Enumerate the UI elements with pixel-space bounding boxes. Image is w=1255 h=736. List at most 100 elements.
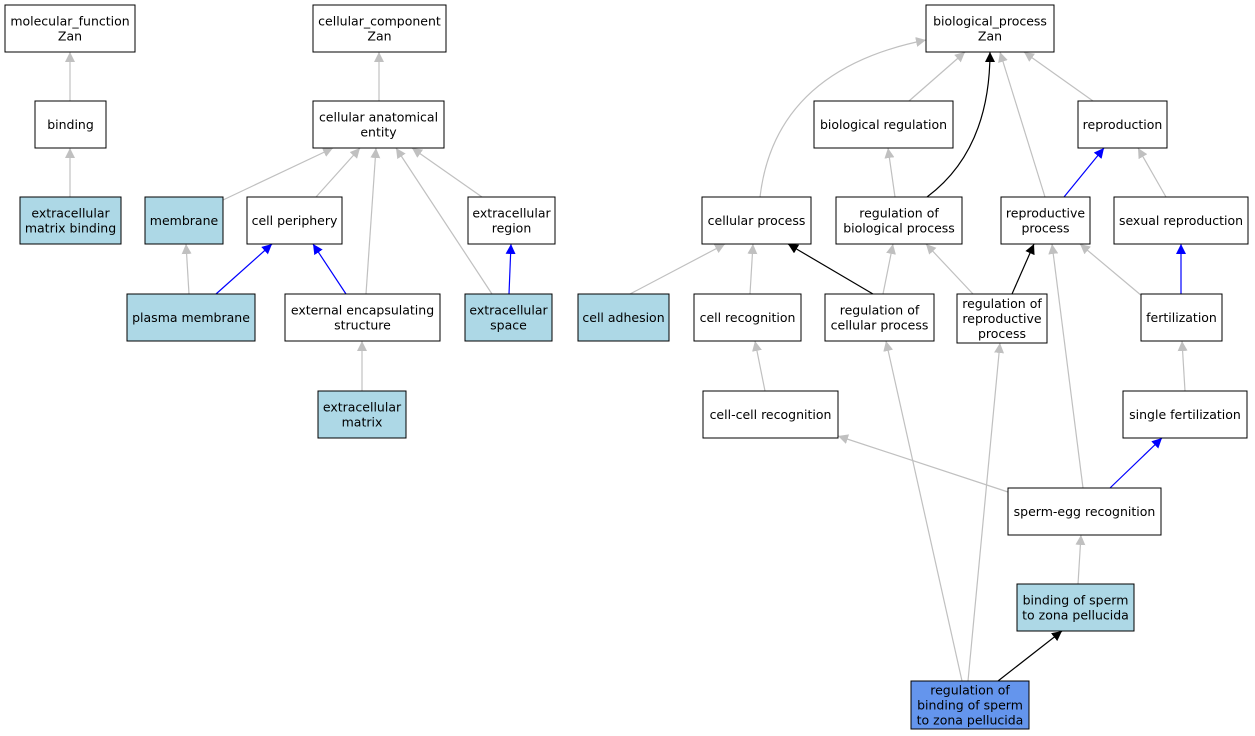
term-node-seggrec[interactable]: sperm-egg recognition [1007, 487, 1162, 536]
term-box [284, 293, 441, 342]
term-label-line: matrix binding [25, 221, 116, 236]
edge-line-is_a [884, 147, 896, 198]
edge-plasma-part_of-cellper [215, 243, 273, 295]
edge-singlefert-is_a-fert [1177, 340, 1188, 392]
term-box [1122, 390, 1248, 439]
term-box [4, 4, 136, 53]
nodes-layer: molecular_functionZancellular_componentZ… [4, 4, 1249, 730]
edge-regbio-regulates-bp [926, 51, 995, 198]
term-node-cellproc[interactable]: cellular process [701, 196, 812, 245]
term-box [693, 293, 802, 342]
term-box [1000, 196, 1091, 245]
term-box [701, 196, 812, 245]
edge-reproproc-part_of-repro [1063, 147, 1105, 198]
term-box [312, 4, 447, 53]
term-box [467, 196, 556, 245]
term-node-binding[interactable]: binding [34, 100, 107, 149]
term-box [126, 293, 256, 342]
edge-line-is_a [629, 243, 726, 295]
term-box [835, 196, 963, 245]
term-label-line: space [490, 318, 527, 333]
term-label-line: cellular_component [318, 14, 441, 29]
term-node-bioreg[interactable]: biological regulation [813, 100, 954, 149]
term-label-line: fertilization [1146, 310, 1217, 325]
edge-regbszp-is_a-regrepro [967, 342, 1005, 682]
edge-regbszp-is_a-regcell [883, 340, 963, 682]
term-label-line: biological_process [933, 14, 1047, 29]
term-node-membrane[interactable]: membrane [144, 196, 224, 245]
edge-line-is_a [925, 243, 974, 295]
term-label-line: extracellular [323, 400, 402, 415]
term-label-line: binding of sperm [917, 698, 1023, 713]
term-node-plasma[interactable]: plasma membrane [126, 293, 256, 342]
edge-line-is_a [1177, 340, 1188, 392]
term-box [925, 4, 1055, 53]
term-box [577, 293, 670, 342]
edge-line-part_of [505, 243, 516, 295]
term-box [702, 390, 839, 439]
term-label-line: regulation of [930, 683, 1010, 698]
edge-line-is_a [752, 340, 766, 392]
term-label-line: extracellular [472, 206, 551, 221]
term-label-line: external encapsulating [291, 303, 434, 318]
term-label-line: cell adhesion [582, 310, 664, 325]
edge-line-regulates [787, 243, 874, 295]
term-node-sexrepro[interactable]: sexual reproduction [1113, 196, 1249, 245]
edge-line-is_a [181, 243, 192, 295]
edge-line-regulates [926, 51, 995, 198]
term-label-line: Zan [58, 29, 82, 44]
term-node-fert[interactable]: fertilization [1140, 293, 1223, 342]
edge-line-part_of [1109, 437, 1163, 489]
term-label-line: regulation of [962, 296, 1042, 311]
term-node-cellrec[interactable]: cell recognition [693, 293, 802, 342]
term-label-line: regulation of [859, 206, 939, 221]
edge-regcell-regulates-cellproc [787, 243, 874, 295]
edge-bszp-is_a-seggrec [1075, 534, 1086, 585]
edge-seggrec-is_a-reproproc [1048, 243, 1084, 489]
term-node-ccrec[interactable]: cell-cell recognition [702, 390, 839, 439]
term-label-line: extracellular [469, 303, 548, 318]
term-label-line: single fertilization [1129, 407, 1241, 422]
edge-line-is_a [883, 340, 963, 682]
term-label-line: cellular process [831, 318, 929, 333]
term-node-cellper[interactable]: cell periphery [246, 196, 343, 245]
term-label-line: region [492, 221, 532, 236]
term-node-repro[interactable]: reproduction [1077, 100, 1168, 149]
term-node-singlefert[interactable]: single fertilization [1122, 390, 1248, 439]
edge-line-part_of [312, 243, 347, 295]
edge-membrane-is_a-cae [222, 147, 334, 201]
term-label-line: to zona pellucida [917, 713, 1024, 728]
term-box [1113, 196, 1249, 245]
term-box [824, 293, 935, 342]
term-label-line: cell-cell recognition [710, 407, 832, 422]
edge-seggrec-part_of-singlefert [1109, 437, 1163, 489]
term-label-line: cell recognition [700, 310, 796, 325]
term-box [956, 293, 1048, 344]
term-label-line: biological process [843, 221, 955, 236]
term-label-line: process [1021, 221, 1069, 236]
edge-fert-is_a-reproproc [1079, 243, 1143, 297]
term-node-celladh[interactable]: cell adhesion [577, 293, 670, 342]
edge-regbszp-regulates-bszp [997, 630, 1063, 682]
edge-line-is_a [411, 147, 483, 198]
edge-line-part_of [215, 243, 273, 295]
term-label-line: Zan [367, 29, 391, 44]
edge-line-is_a [315, 147, 361, 198]
edge-regrepro-is_a-regbio [925, 243, 974, 295]
